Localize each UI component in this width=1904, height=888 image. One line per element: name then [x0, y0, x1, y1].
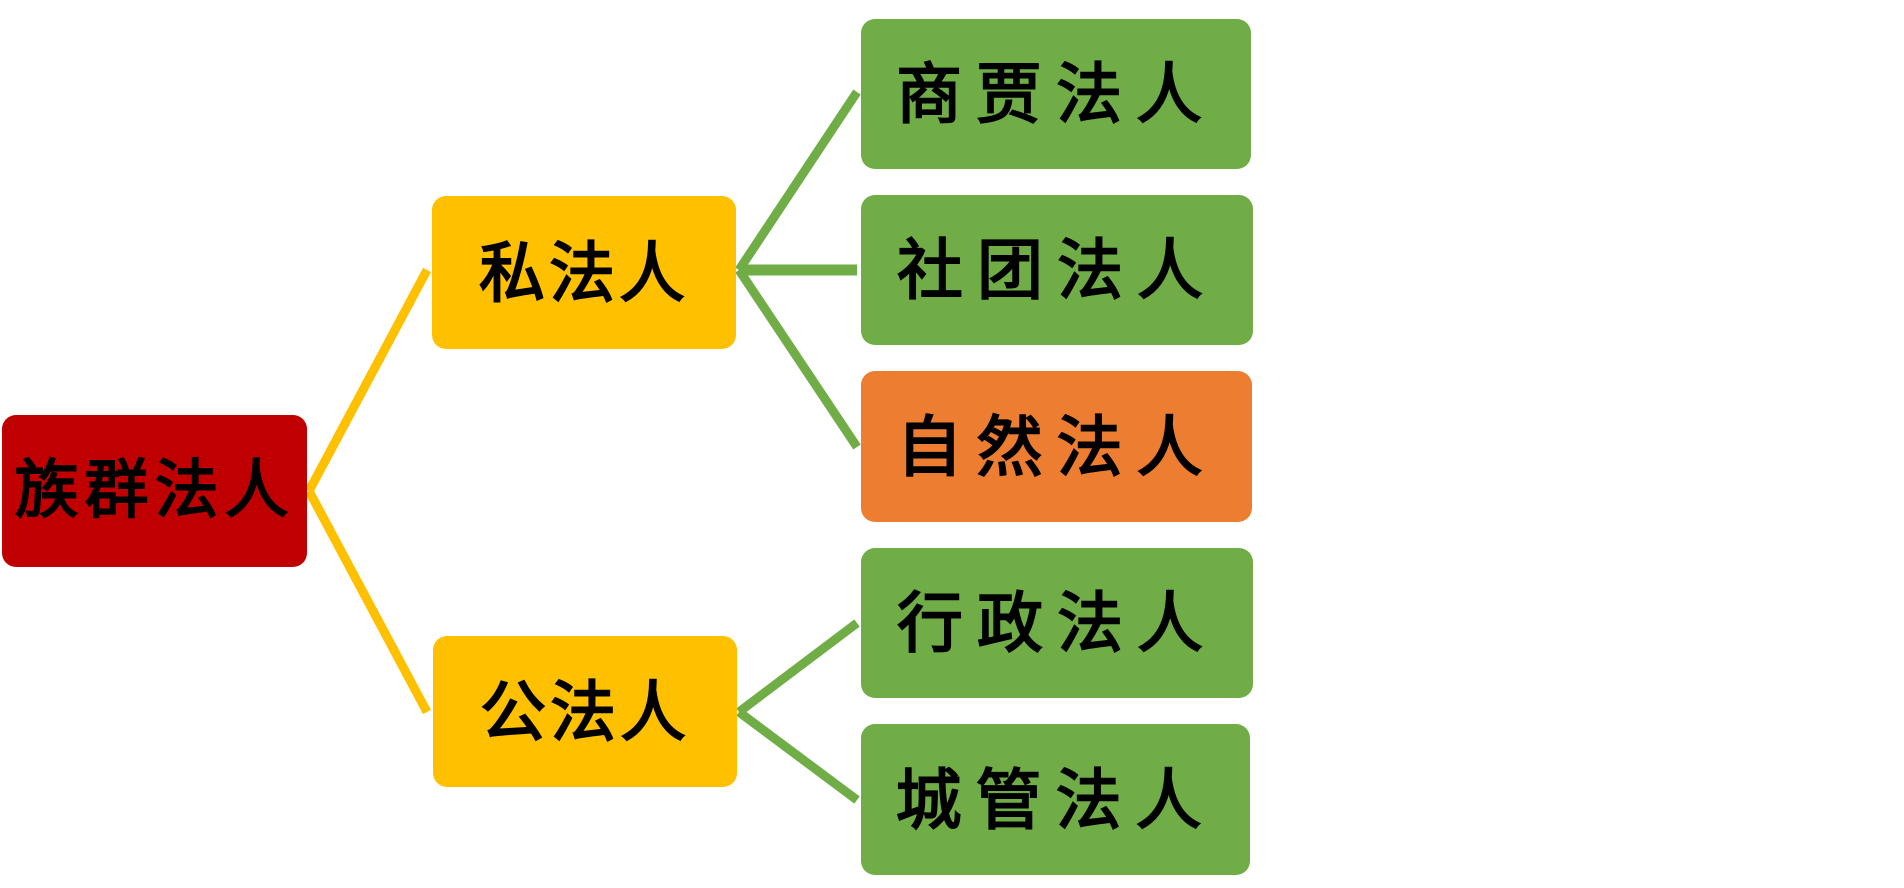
node-admin-label: 行政法人 — [897, 584, 1217, 662]
node-urban-label: 城管法人 — [895, 760, 1216, 839]
node-private-label: 私法人 — [479, 233, 689, 312]
node-society-person: 社团法人 — [861, 195, 1253, 345]
connector-private-to-commercial — [735, 89, 861, 273]
connector-private-to-natural — [735, 267, 861, 450]
node-admin-person: 行政法人 — [861, 548, 1253, 698]
node-private-law-person: 私法人 — [432, 196, 736, 349]
connector-public-to-admin — [736, 619, 860, 716]
node-commercial-label: 商贾法人 — [896, 55, 1216, 133]
node-public-label: 公法人 — [480, 672, 690, 751]
node-urban-person: 城管法人 — [861, 724, 1250, 875]
node-society-label: 社团法人 — [897, 231, 1217, 309]
node-root: 族群法人 — [2, 415, 307, 567]
connector-root-to-private — [305, 267, 431, 494]
connector-public-to-urban — [736, 708, 860, 804]
node-root-label: 族群法人 — [14, 453, 295, 528]
node-commercial-person: 商贾法人 — [861, 19, 1251, 169]
connector-root-to-public — [305, 488, 431, 715]
node-public-law-person: 公法人 — [433, 636, 737, 787]
node-natural-person: 自然法人 — [861, 371, 1252, 522]
node-natural-label: 自然法人 — [896, 407, 1217, 486]
